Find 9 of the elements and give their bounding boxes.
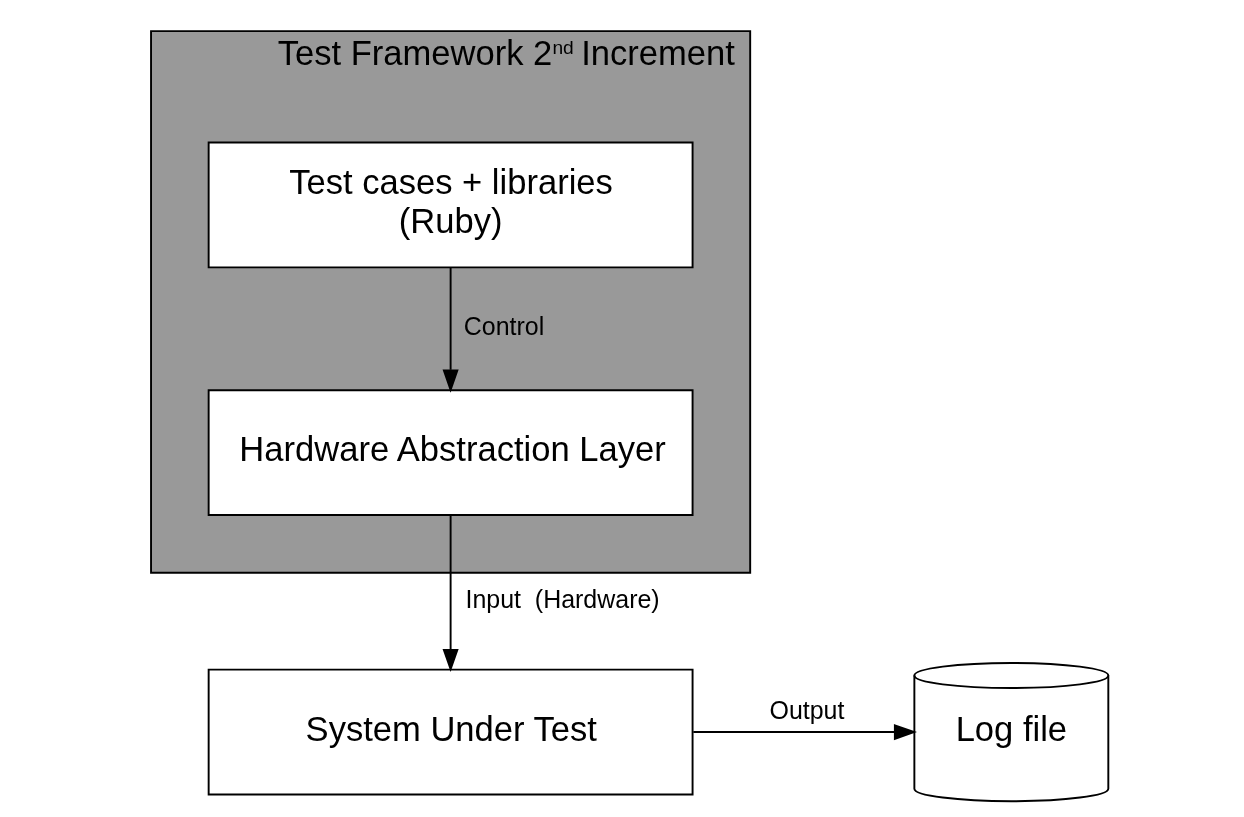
arrow [442, 266, 459, 393]
node-box: Hardware Abstraction Layer [207, 389, 694, 517]
edge-label: Input (Hardware) [465, 585, 660, 614]
arrow [692, 724, 917, 741]
arrow [442, 514, 459, 673]
node-box: System Under Test [207, 668, 694, 796]
edge-label: Output [769, 696, 845, 725]
node-box: Test cases + libraries (Ruby) [207, 141, 694, 269]
edge-label: Control [463, 312, 545, 341]
